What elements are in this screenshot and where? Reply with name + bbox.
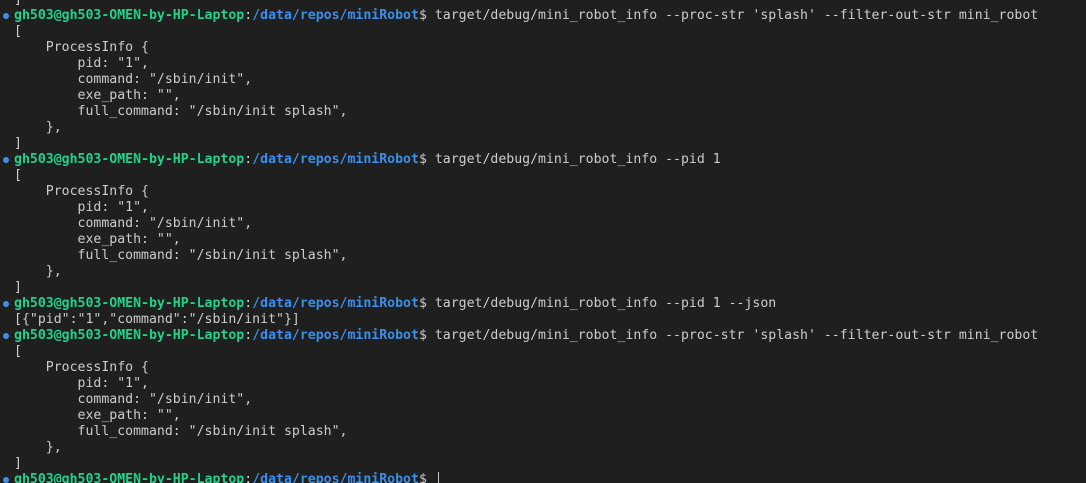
prompt-dollar: $ <box>418 152 427 167</box>
output-line: full_command: "/sbin/init splash", <box>14 424 348 439</box>
prompt-separator: : <box>244 152 253 167</box>
prompt-cwd: /data/repos/miniRobot <box>252 8 419 23</box>
prompt-cwd: /data/repos/miniRobot <box>252 472 419 483</box>
command-text: target/debug/mini_robot_info --proc-str … <box>426 328 1039 343</box>
command-text <box>427 472 435 483</box>
text-cursor[interactable] <box>437 472 439 483</box>
output-line: }, <box>14 440 62 455</box>
output-line: [{"pid":"1","command":"/sbin/init"}] <box>14 312 300 327</box>
command-text: target/debug/mini_robot_info --pid 1 <box>426 152 721 167</box>
output-line: command: "/sbin/init", <box>14 72 253 87</box>
command-text: target/debug/mini_robot_info --pid 1 --j… <box>426 296 777 311</box>
prompt-line: gh503@gh503-OMEN-by-HP-Laptop:/data/repo… <box>14 328 1038 344</box>
output-line: ProcessInfo { <box>14 184 149 199</box>
output-line: pid: "1", <box>14 56 149 71</box>
prompt-dollar: $ <box>418 296 427 311</box>
command-decoration-icon[interactable] <box>3 333 9 339</box>
output-line: exe_path: "", <box>14 408 181 423</box>
prompt-separator: : <box>244 296 253 311</box>
prompt-user-host: gh503@gh503-OMEN-by-HP-Laptop <box>14 152 245 167</box>
output-line: pid: "1", <box>14 200 149 215</box>
prompt-user-host: gh503@gh503-OMEN-by-HP-Laptop <box>14 296 245 311</box>
output-line: ] <box>14 136 22 151</box>
prompt-dollar: $ <box>418 8 427 23</box>
output-line: [ <box>14 344 22 359</box>
output-line: command: "/sbin/init", <box>14 392 253 407</box>
prompt-dollar: $ <box>418 328 427 343</box>
output-line: command: "/sbin/init", <box>14 216 253 231</box>
prompt-user-host: gh503@gh503-OMEN-by-HP-Laptop <box>14 8 245 23</box>
command-decoration-icon[interactable] <box>3 477 9 483</box>
command-decoration-icon[interactable] <box>3 13 9 19</box>
output-line: }, <box>14 120 62 135</box>
output-line: full_command: "/sbin/init splash", <box>14 248 348 263</box>
command-decoration-icon[interactable] <box>3 157 9 163</box>
output-line: exe_path: "", <box>14 88 181 103</box>
prompt-line: gh503@gh503-OMEN-by-HP-Laptop:/data/repo… <box>14 152 1038 168</box>
output-line: ProcessInfo { <box>14 40 149 55</box>
terminal-output: ]gh503@gh503-OMEN-by-HP-Laptop:/data/rep… <box>14 0 1038 483</box>
output-line: ProcessInfo { <box>14 360 149 375</box>
output-line: ] <box>14 0 1038 8</box>
output-line: ] <box>14 280 22 295</box>
prompt-separator: : <box>244 472 253 483</box>
output-line: pid: "1", <box>14 376 149 391</box>
output-line: exe_path: "", <box>14 232 181 247</box>
prompt-user-host: gh503@gh503-OMEN-by-HP-Laptop <box>14 472 245 483</box>
output-line: }, <box>14 264 62 279</box>
prompt-user-host: gh503@gh503-OMEN-by-HP-Laptop <box>14 328 245 343</box>
prompt-separator: : <box>244 8 253 23</box>
prompt-line: gh503@gh503-OMEN-by-HP-Laptop:/data/repo… <box>14 8 1038 24</box>
prompt-line: gh503@gh503-OMEN-by-HP-Laptop:/data/repo… <box>14 472 1038 483</box>
prompt-dollar: $ <box>418 472 427 483</box>
prompt-line: gh503@gh503-OMEN-by-HP-Laptop:/data/repo… <box>14 296 1038 312</box>
prompt-cwd: /data/repos/miniRobot <box>252 152 419 167</box>
command-decoration-icon[interactable] <box>3 301 9 307</box>
prompt-cwd: /data/repos/miniRobot <box>252 328 419 343</box>
command-text: target/debug/mini_robot_info --proc-str … <box>426 8 1039 23</box>
prompt-cwd: /data/repos/miniRobot <box>252 296 419 311</box>
output-line: full_command: "/sbin/init splash", <box>14 104 348 119</box>
prompt-separator: : <box>244 328 253 343</box>
output-line: [ <box>14 24 22 39</box>
output-line: ] <box>14 456 22 471</box>
output-line: [ <box>14 168 22 183</box>
